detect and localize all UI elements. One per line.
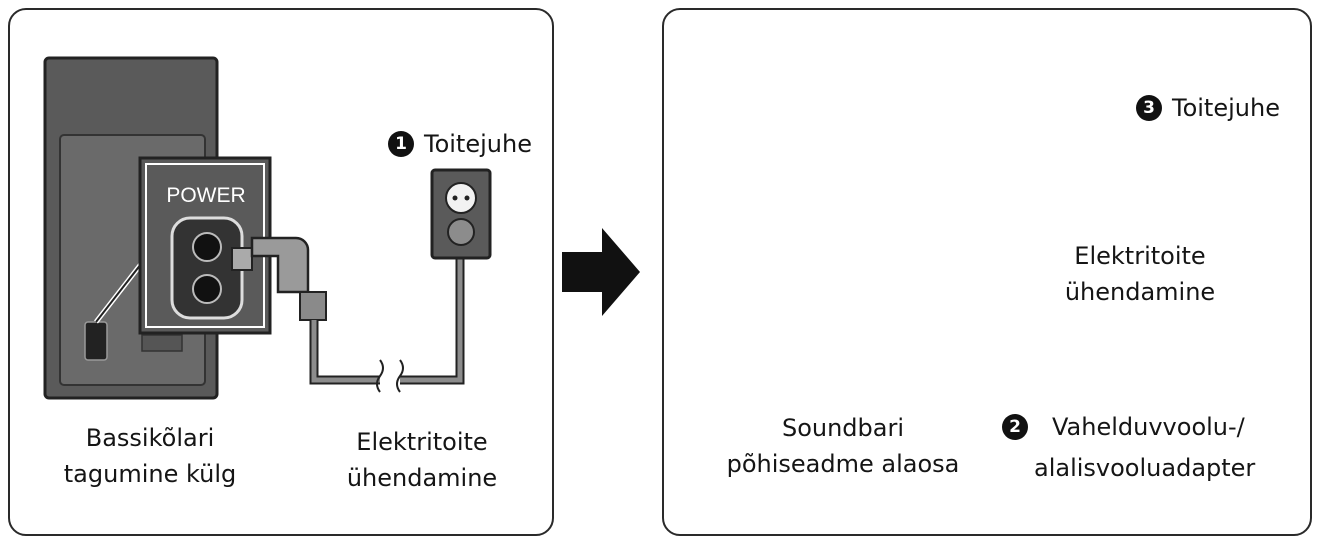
step-number-3-icon: 3	[1136, 95, 1162, 121]
caption-soundbar-bottom: Soundbari põhiseadme alaosa	[726, 414, 960, 478]
next-step-arrow-icon	[562, 228, 640, 316]
step-1-power-cord: 1 Toitejuhe	[388, 130, 532, 158]
step-2-label-line1: Vahelduvvoolu-/	[1052, 413, 1245, 441]
power-plug	[231, 236, 327, 321]
step-1-label: Toitejuhe	[424, 130, 532, 158]
step-number-1-icon: 1	[388, 131, 414, 157]
step-2-label-line2: alalisvooluadapter	[1034, 454, 1256, 482]
wall-outlet	[430, 168, 492, 260]
caption-power-connection-right: Elektritoite ühendamine	[1064, 242, 1216, 306]
panel-soundbar-connection	[662, 8, 1312, 536]
power-port-label: POWER	[166, 184, 246, 207]
step-number-2-icon: 2	[1002, 414, 1028, 440]
step-3-label: Toitejuhe	[1172, 94, 1280, 122]
dc-port-label: DC 24V	[842, 212, 924, 238]
step-2-adapter: 2 Vahelduvvoolu-/	[1002, 413, 1245, 441]
caption-subwoofer-rear: Bassikõlari tagumine külg	[63, 424, 237, 488]
step-3-power-cord: 3 Toitejuhe	[1136, 94, 1280, 122]
caption-power-connection-left: Elektritoite ühendamine	[346, 428, 498, 492]
